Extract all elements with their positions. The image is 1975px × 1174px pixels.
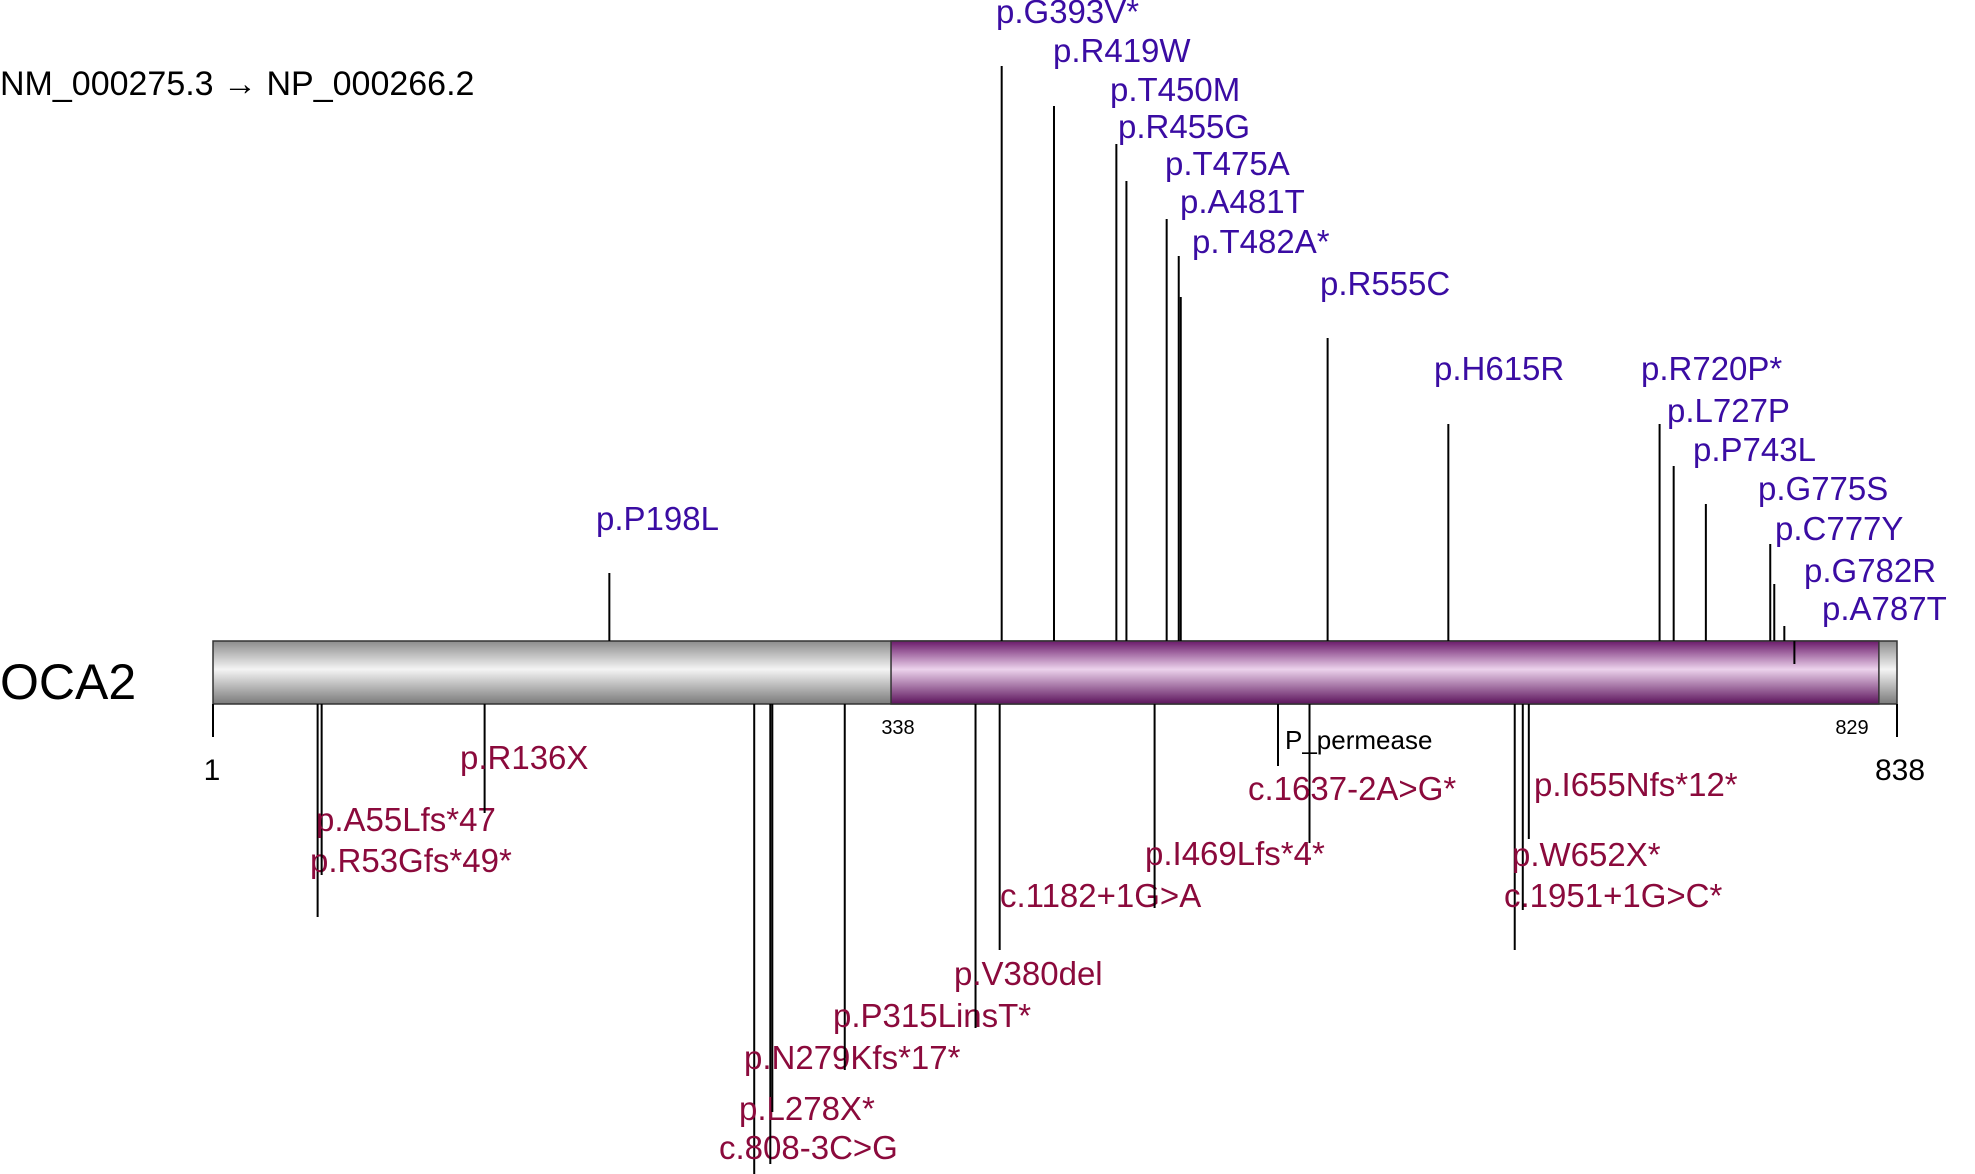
variant-label: p.L278X* xyxy=(739,1090,875,1127)
variant-label: p.T475A xyxy=(1165,145,1290,182)
domain-name-label: P_permease xyxy=(1285,725,1432,755)
variant-label: p.W652X* xyxy=(1512,836,1661,873)
variant-label: p.P743L xyxy=(1693,431,1816,468)
transcript-label: NM_000275.3 → NP_000266.2 xyxy=(0,65,474,103)
lower-variant-annotations: p.R53Gfs*49* p.A55Lfs*47 p.R136X c.808-3C>G… xyxy=(310,704,1738,1174)
variant-label: p.H615R xyxy=(1434,350,1564,387)
variant-label: c.1951+1G>C* xyxy=(1504,877,1722,914)
variant-label: p.L727P xyxy=(1667,392,1790,429)
gene-label: OCA2 xyxy=(0,654,136,710)
domain-start-label: 338 xyxy=(881,717,914,739)
variant-label: p.R136X xyxy=(460,739,588,776)
variant-label: c.1182+1G>A xyxy=(1000,877,1201,914)
end-position-label: 838 xyxy=(1875,754,1925,787)
variant-label: p.G775S xyxy=(1758,470,1888,507)
variant-label: p.I469Lfs*4* xyxy=(1145,835,1325,872)
variant-label: p.P198L xyxy=(596,500,719,537)
variant-label: p.G782R xyxy=(1804,552,1936,589)
variant-label: p.R555C xyxy=(1320,265,1450,302)
variant-label: c.1637-2A>G* xyxy=(1248,770,1456,807)
variant-label: p.I655Nfs*12* xyxy=(1534,766,1738,803)
variant-label: p.C777Y xyxy=(1775,510,1903,547)
variant-label: p.N279Kfs*17* xyxy=(744,1039,961,1076)
variant-label: p.R53Gfs*49* xyxy=(310,842,512,879)
domain-end-label: 829 xyxy=(1835,717,1868,739)
variant-label: p.P315LinsT* xyxy=(833,997,1031,1034)
variant-label: p.R419W xyxy=(1053,32,1191,69)
variant-label: c.808-3C>G xyxy=(719,1129,898,1166)
variant-label: p.T482A* xyxy=(1192,223,1330,260)
variant-label: p.V380del xyxy=(954,955,1103,992)
p-permease-domain xyxy=(890,640,1880,705)
start-position-label: 1 xyxy=(204,754,221,787)
upper-variant-annotations: p.P198Lp.G393V*p.R419Wp.T450Mp.R455Gp.T4… xyxy=(596,0,1947,664)
variant-label: p.R455G xyxy=(1118,108,1250,145)
variant-label: p.G393V* xyxy=(996,0,1139,30)
variant-label: p.A55Lfs*47 xyxy=(316,801,496,838)
variant-label: p.T450M xyxy=(1110,71,1240,108)
variant-label: p.R720P* xyxy=(1641,350,1782,387)
variant-label: p.A787T xyxy=(1822,590,1947,627)
variant-label: p.A481T xyxy=(1180,183,1305,220)
